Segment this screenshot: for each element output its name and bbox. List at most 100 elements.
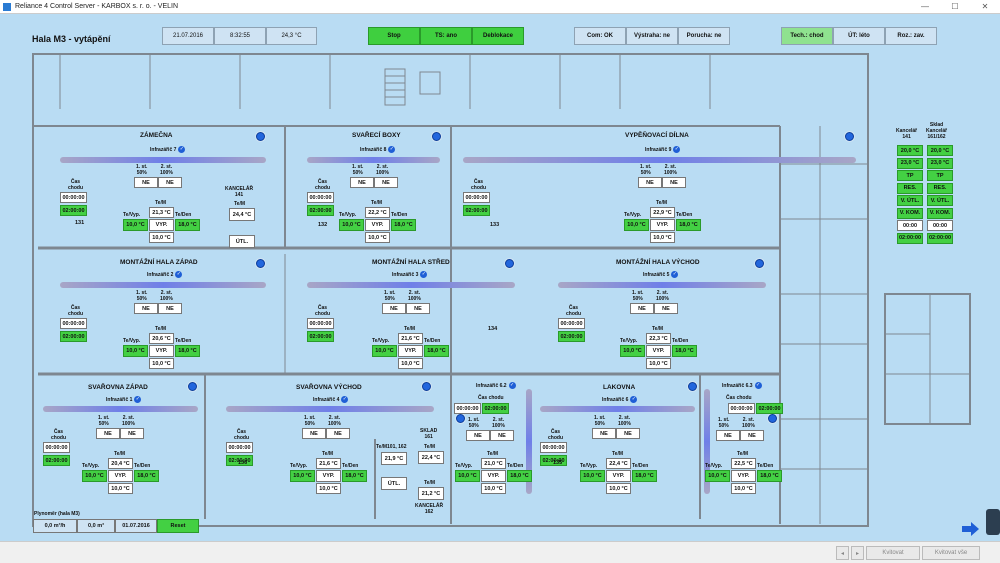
kvitovat-button[interactable]: Kvitovat — [866, 546, 920, 560]
kancelar162-temp: 21,2 °C — [418, 487, 444, 500]
mode-button[interactable]: VYP. — [731, 470, 756, 482]
sensor-icon[interactable] — [845, 132, 854, 141]
sensor-icon[interactable] — [256, 259, 265, 268]
sklad-param[interactable]: V. ÚTL. — [927, 195, 953, 206]
plynomer-reset-button[interactable]: Reset — [157, 519, 199, 533]
stage2-state: NE — [740, 430, 764, 441]
sklad-param[interactable]: TP — [927, 170, 953, 181]
temd-value: 21,9 °C — [381, 452, 407, 465]
te-den-value[interactable]: 18,0 °C — [342, 470, 367, 482]
mode-button[interactable]: VYP. — [149, 219, 174, 231]
te-den-value[interactable]: 18,0 °C — [175, 345, 200, 357]
sensor-icon[interactable] — [688, 382, 697, 391]
te-den-value[interactable]: 18,0 °C — [632, 470, 657, 482]
nav-next-icon[interactable]: ▸ — [851, 546, 864, 560]
heater-bar-2 — [60, 282, 266, 288]
mode-button[interactable]: VYP. — [646, 345, 671, 357]
check-icon: ✓ — [178, 146, 186, 153]
k141-param[interactable]: RES. — [897, 182, 923, 194]
te-vyp-value[interactable]: 10,0 °C — [82, 470, 107, 482]
te-min-value: 10,0 °C — [365, 232, 390, 243]
kancelar141-utl-button[interactable]: ÚTL. — [229, 235, 255, 248]
te-vyp-value[interactable]: 10,0 °C — [624, 219, 649, 231]
run-time-total: 02:00:00 — [43, 455, 70, 466]
close-icon[interactable]: ✕ — [981, 2, 989, 11]
mode-button[interactable]: VYP. — [108, 470, 133, 482]
te-vyp-value[interactable]: 10,0 °C — [123, 219, 148, 231]
arrow-right-icon[interactable] — [962, 522, 980, 536]
deblokace-button[interactable]: Deblokace — [472, 27, 524, 45]
te-den-value[interactable]: 18,0 °C — [672, 345, 697, 357]
te-vyp-value[interactable]: 10,0 °C — [123, 345, 148, 357]
sklad-param[interactable]: 00:00 — [927, 220, 953, 231]
kvitovat-vse-button[interactable]: Kvitovat vše — [922, 546, 980, 560]
sklad-param[interactable]: 02:00:00 — [927, 232, 953, 244]
k141-param[interactable]: 20,0 °C — [897, 145, 923, 156]
ts-button[interactable]: TS: ano — [420, 27, 472, 45]
k141-param[interactable]: 00:00 — [897, 220, 923, 231]
sensor-icon[interactable] — [755, 259, 764, 268]
te-min-value: 10,0 °C — [316, 483, 341, 494]
zone-title: SVAŘOVNA ZÁPAD — [88, 384, 148, 391]
te-den-value[interactable]: 18,0 °C — [134, 470, 159, 482]
sensor-icon[interactable] — [432, 132, 441, 141]
roz-status[interactable]: Roz.: zav. — [885, 27, 937, 45]
sensor-icon[interactable] — [768, 414, 777, 423]
run-time-total: 02:00:00 — [540, 455, 567, 466]
sklad-param[interactable]: RES. — [927, 182, 953, 194]
te-m-label: Te/M — [371, 200, 383, 206]
te-den-value[interactable]: 18,0 °C — [424, 345, 449, 357]
ut-status[interactable]: ÚT: léto — [833, 27, 885, 45]
sklad-param[interactable]: V. KOM. — [927, 207, 953, 219]
stop-button[interactable]: Stop — [368, 27, 420, 45]
tech-status[interactable]: Tech.: chod — [781, 27, 833, 45]
te-den-value[interactable]: 18,0 °C — [391, 219, 416, 231]
sensor-icon[interactable] — [505, 259, 514, 268]
sensor-icon[interactable] — [256, 132, 265, 141]
mode-button[interactable]: VYP. — [606, 470, 631, 482]
k141-param[interactable]: 02:00:00 — [897, 232, 923, 244]
stage1-state: NE — [466, 430, 490, 441]
check-icon: ✓ — [630, 396, 638, 403]
te-den-value[interactable]: 18,0 °C — [507, 470, 532, 482]
te-vyp-label: Te/Vyp. — [455, 463, 473, 469]
mode-button[interactable]: VYP. — [365, 219, 390, 231]
k141-param[interactable]: V. KOM. — [897, 207, 923, 219]
sensor-icon[interactable] — [188, 382, 197, 391]
mode-button[interactable]: VYP. — [316, 470, 341, 482]
sklad-param[interactable]: 20,0 °C — [927, 145, 953, 156]
mode-button[interactable]: VYP. — [481, 470, 506, 482]
k141-param[interactable]: TP — [897, 170, 923, 181]
maximize-icon[interactable]: ☐ — [951, 2, 959, 11]
minimize-icon[interactable]: — — [921, 2, 929, 11]
stage2-state: NE — [374, 177, 398, 188]
te-vyp-value[interactable]: 10,0 °C — [290, 470, 315, 482]
heater-label: Infrazářič 8✓ — [360, 146, 396, 153]
te-vyp-value[interactable]: 10,0 °C — [620, 345, 645, 357]
te-vyp-value[interactable]: 10,0 °C — [339, 219, 364, 231]
run-time: 00:00:00 — [728, 403, 755, 414]
room-number: 136 — [238, 460, 248, 466]
sensor-icon[interactable] — [422, 382, 431, 391]
te-vyp-value[interactable]: 10,0 °C — [705, 470, 730, 482]
te-vyp-value[interactable]: 10,0 °C — [372, 345, 397, 357]
te-vyp-label: Te/Vyp. — [82, 463, 100, 469]
mode-button[interactable]: VYP. — [149, 345, 174, 357]
nav-prev-icon[interactable]: ◂ — [836, 546, 849, 560]
te-vyp-value[interactable]: 10,0 °C — [580, 470, 605, 482]
te-den-value[interactable]: 18,0 °C — [676, 219, 701, 231]
k141-param[interactable]: V. ÚTL. — [897, 195, 923, 206]
te-vyp-value[interactable]: 10,0 °C — [455, 470, 480, 482]
mode-button[interactable]: VYP. — [398, 345, 423, 357]
sklad-param[interactable]: 23,0 °C — [927, 157, 953, 169]
k141-param[interactable]: 23,0 °C — [897, 157, 923, 169]
mode-button[interactable]: VYP. — [650, 219, 675, 231]
side-tab[interactable] — [986, 509, 1000, 535]
sensor-icon[interactable] — [456, 414, 465, 423]
temd-utl-button[interactable]: ÚTL. — [381, 477, 407, 490]
te-den-value[interactable]: 18,0 °C — [757, 470, 782, 482]
te-m-label: Te/M — [652, 326, 664, 332]
te-den-value[interactable]: 18,0 °C — [175, 219, 200, 231]
